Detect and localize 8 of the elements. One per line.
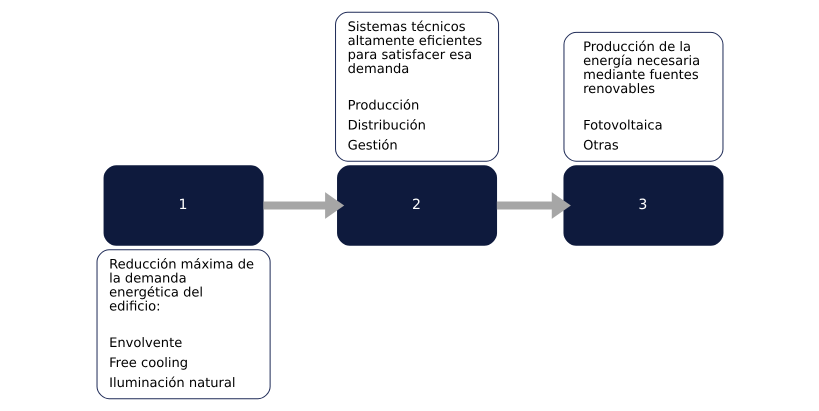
node-box: 1 <box>103 165 264 246</box>
arrow <box>262 192 344 219</box>
node-box: 3 <box>562 165 723 246</box>
node-box: Sistemas técnicos altamente eficientes para satisfacer esa demanda Producción Distribución Gestión <box>334 12 499 162</box>
node-box: 2 <box>336 165 497 246</box>
arrow <box>496 192 570 219</box>
node-box: Producción de la energía necesaria mediante fuentes renovables Fotovoltaica Otras <box>562 32 723 162</box>
node-box: Reducción máxima de la demanda energética del edificio: Envolvente Free cooling Iluminación natural <box>96 249 270 400</box>
